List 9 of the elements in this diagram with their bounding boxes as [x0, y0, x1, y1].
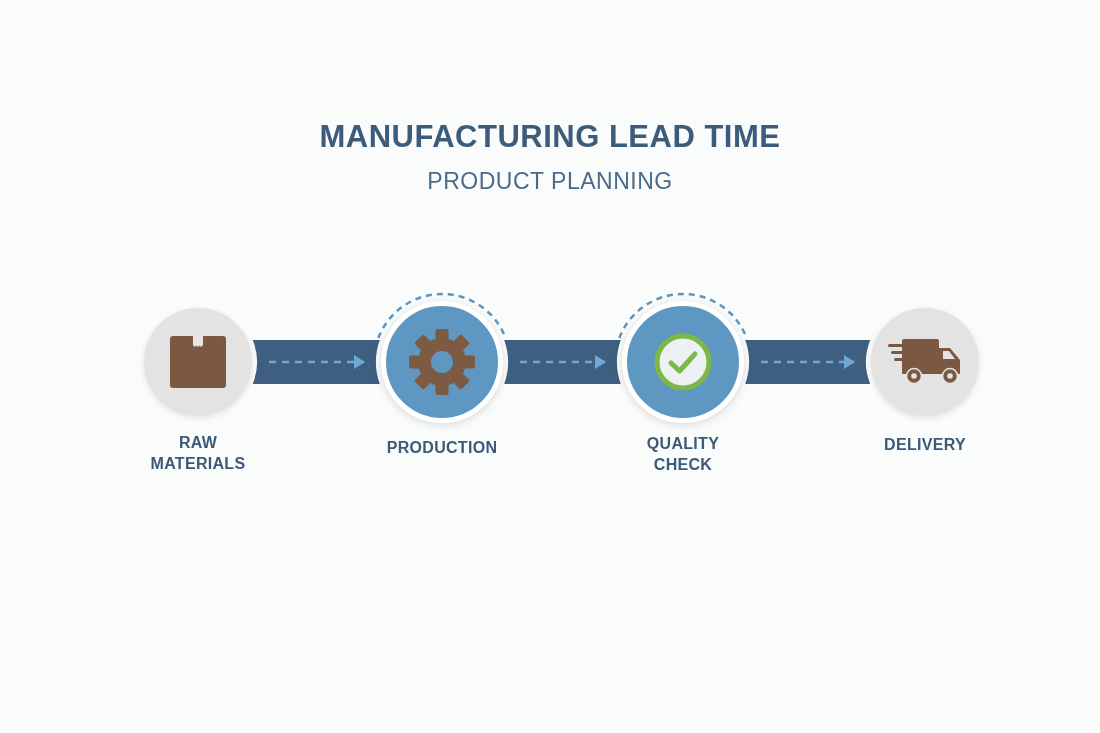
step-label: RAW MATERIALS — [149, 433, 247, 474]
step-label: PRODUCTION — [385, 438, 499, 458]
step-label: DELIVERY — [883, 435, 967, 455]
arrow-band — [252, 340, 380, 384]
arrow-band — [745, 340, 871, 384]
step-label: QUALITY CHECK — [645, 434, 721, 475]
arrow-band — [504, 340, 621, 384]
subtitle: PRODUCT PLANNING — [427, 167, 673, 196]
diagram-title: MANUFACTURING LEAD TIME — [319, 118, 781, 156]
